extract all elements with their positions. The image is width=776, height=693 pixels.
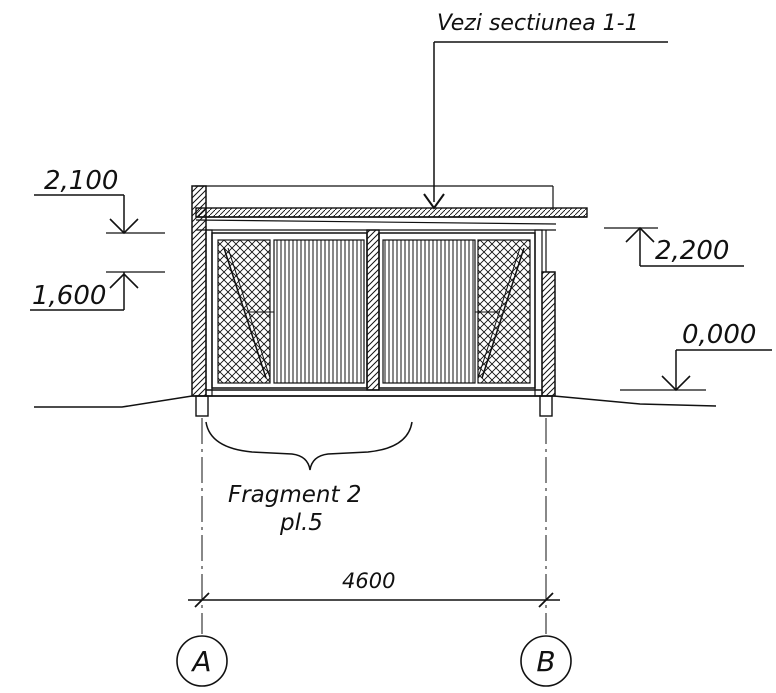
elevation-marker-right-upper (604, 226, 744, 267)
elevation-mid-left: 1,600 (32, 281, 106, 311)
axis-bubble-b (520, 635, 572, 687)
fragment-label: Fragment 2 (228, 482, 361, 508)
fragment-brace (205, 421, 413, 471)
elevation-marker-mid-left (30, 271, 165, 311)
fragment-sheet: pl.5 (279, 510, 323, 536)
elevation-marker-top-left (34, 194, 165, 235)
elevation-right-ground: 0,000 (682, 320, 756, 350)
dimension-value: 4600 (342, 569, 395, 593)
axis-label-a: A (190, 645, 211, 678)
dimension-line (188, 592, 560, 608)
section-note: Vezi sectiunea 1-1 (437, 11, 639, 36)
elevation-marker-right-ground (620, 349, 772, 392)
axis-label-b: B (536, 645, 555, 678)
ground-line (34, 395, 717, 408)
elevation-top-left: 2,100 (44, 166, 118, 196)
axis-lines (201, 418, 547, 634)
section-callout (423, 41, 668, 210)
axis-bubble-a (176, 635, 228, 687)
gate-elevation (191, 185, 588, 417)
elevation-right-upper: 2,200 (655, 236, 729, 266)
